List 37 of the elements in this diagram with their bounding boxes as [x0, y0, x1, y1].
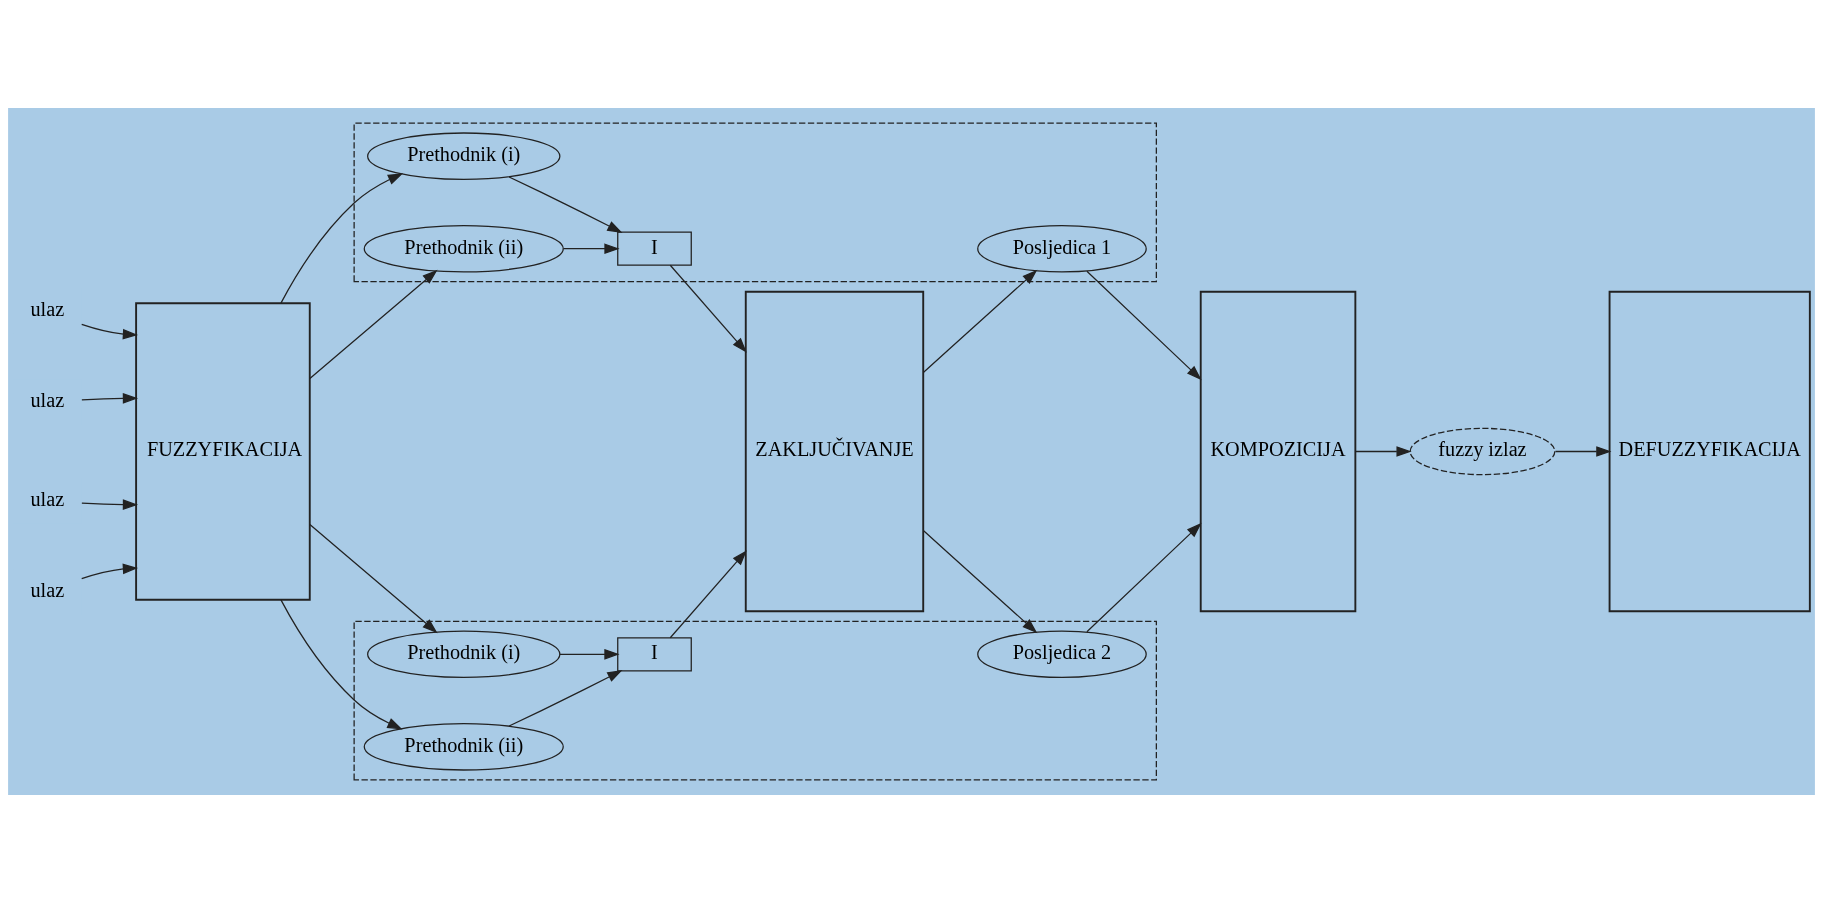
node-ellipse: Prethodnik (ii): [363, 224, 564, 273]
node-box: ZAKLJUČIVANJE: [744, 290, 925, 613]
node-ellipse: Prethodnik (i): [367, 132, 561, 180]
arrow: [81, 393, 139, 404]
arrow: [1086, 270, 1202, 381]
node-ellipse: Posljedica 2: [977, 630, 1147, 679]
arrow: [309, 523, 438, 634]
arrow: [81, 499, 139, 510]
arrow: [309, 269, 438, 380]
arrow: [1554, 446, 1612, 457]
arrow: [280, 599, 403, 730]
arrow: [81, 563, 139, 580]
node-box: DEFUZZYFIKACIJA: [1608, 290, 1811, 613]
node-box: KOMPOZICIJA: [1199, 290, 1357, 613]
node-box: I: [617, 637, 692, 672]
arrow: [81, 323, 139, 340]
node-text: ulaz: [30, 388, 65, 411]
arrow: [508, 670, 623, 727]
node-box: I: [617, 231, 692, 266]
node-ellipse: Posljedica 1: [977, 224, 1147, 273]
node-box: FUZZYFIKACIJA: [135, 302, 311, 601]
arrow: [669, 550, 747, 639]
arrow: [508, 176, 623, 233]
node-text: ulaz: [30, 297, 65, 320]
arrow: [669, 264, 747, 353]
arrow: [922, 529, 1038, 634]
arrow: [1355, 446, 1412, 457]
arrow: [1086, 522, 1202, 633]
node-ellipse: fuzzy izlaz: [1409, 427, 1556, 476]
node-text: ulaz: [30, 579, 65, 602]
arrow: [559, 648, 620, 660]
node-ellipse: Prethodnik (i): [367, 630, 561, 679]
arrow: [562, 243, 620, 255]
node-text: ulaz: [30, 487, 65, 510]
arrow: [280, 173, 404, 304]
arrow: [922, 269, 1038, 374]
node-ellipse: Prethodnik (ii): [363, 723, 564, 771]
